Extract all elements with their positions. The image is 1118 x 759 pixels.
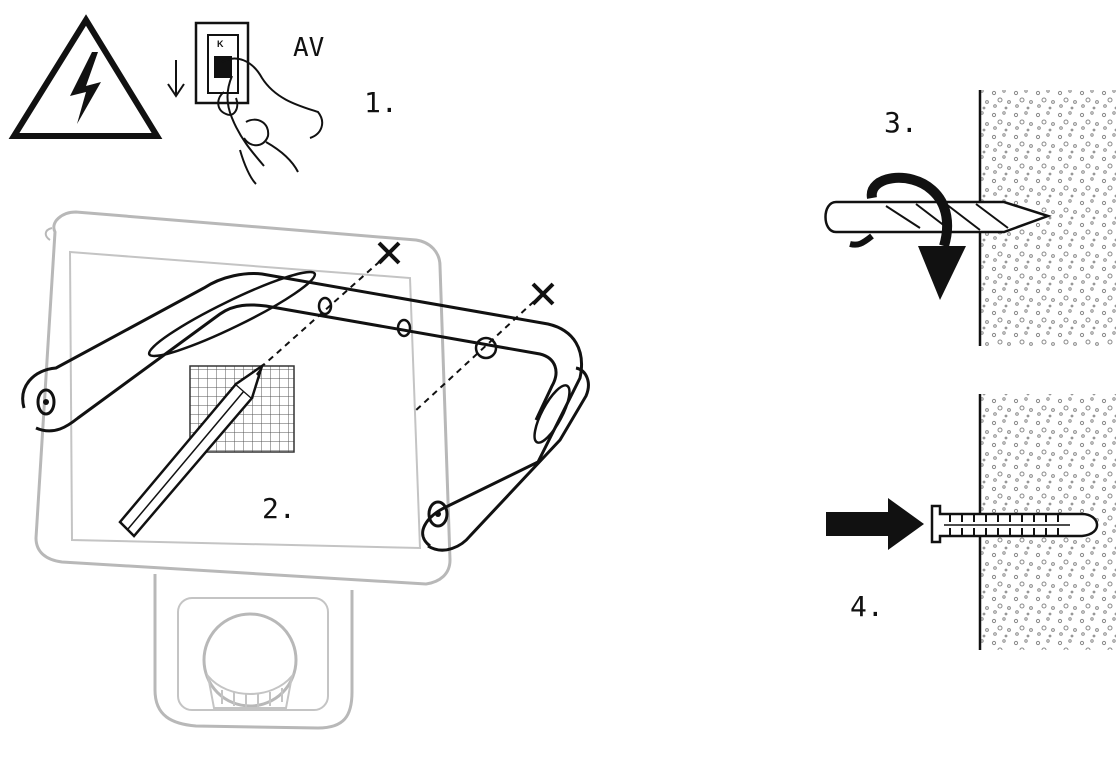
drill-mark-x-icon — [377, 241, 401, 265]
pencil-icon — [118, 362, 265, 538]
rotation-arrow-icon — [849, 172, 966, 300]
motion-sensor-lens — [202, 612, 298, 708]
drill-mark-x-icon — [531, 282, 555, 306]
wall-plug-icon — [930, 504, 1099, 544]
switch-label: AV — [293, 33, 324, 63]
mounting-bracket — [21, 270, 590, 552]
step-1-label: 1. — [364, 86, 398, 119]
drill-bit-icon — [824, 200, 1052, 234]
push-arrow-icon — [826, 498, 924, 550]
bracket-hole — [474, 336, 498, 360]
step-2-label: 2. — [262, 492, 296, 525]
step-4-label: 4. — [850, 590, 884, 623]
step-3-label: 3. — [884, 106, 918, 139]
hand-icon — [217, 57, 324, 185]
sensor-housing — [153, 574, 354, 730]
bracket-hole — [396, 318, 412, 338]
bracket-pivot — [36, 388, 56, 416]
floodlight-housing — [34, 210, 452, 586]
drill-mark-lines — [257, 241, 555, 413]
svg-text:K: K — [217, 39, 224, 49]
bracket-pivot — [427, 500, 449, 528]
down-arrow-icon — [167, 60, 185, 98]
warning-triangle-icon — [8, 14, 163, 139]
bracket-slot — [147, 270, 317, 358]
wall-switch-icon: K — [194, 21, 250, 105]
bracket-slot — [533, 384, 571, 444]
